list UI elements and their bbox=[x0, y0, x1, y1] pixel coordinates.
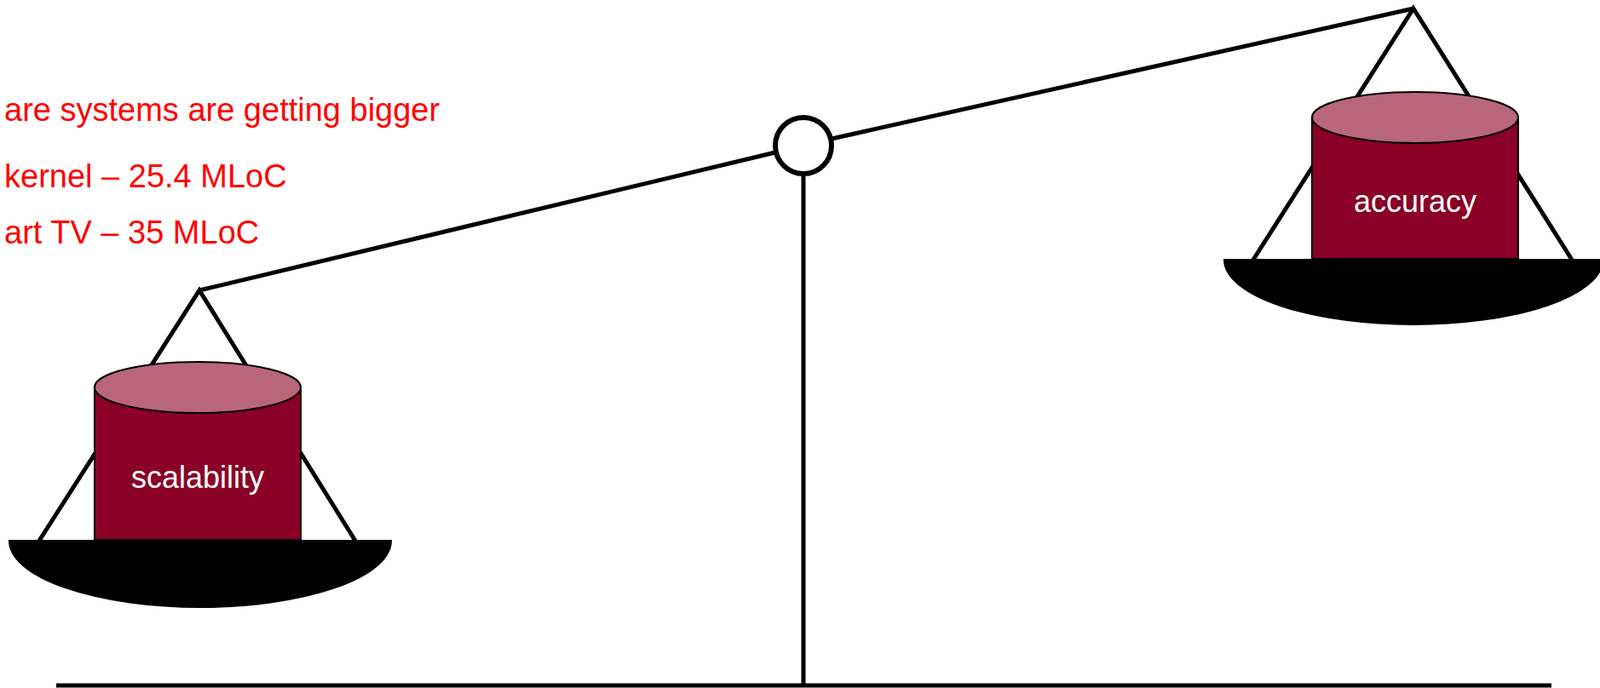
pivot bbox=[775, 117, 832, 174]
scale-post bbox=[801, 175, 806, 686]
pan-hanger bbox=[1253, 8, 1572, 260]
note-text: kernel – 25.4 MLoC bbox=[1, 158, 290, 196]
cylinder-top bbox=[1312, 92, 1519, 144]
note-text: art TV – 35 MLoC bbox=[1, 214, 262, 253]
cylinder-label-area: scalability bbox=[93, 414, 302, 542]
cylinder-node: accuracy bbox=[1311, 91, 1520, 260]
pan-hanger bbox=[39, 290, 356, 542]
scale-pan bbox=[9, 541, 392, 608]
cylinder-label: scalability bbox=[131, 460, 265, 495]
scale-pan bbox=[1224, 259, 1600, 325]
cylinder-label-area: accuracy bbox=[1311, 143, 1520, 260]
cylinder-node: scalability bbox=[93, 361, 302, 542]
cylinder-shape bbox=[1311, 91, 1520, 260]
cylinder-top bbox=[94, 362, 301, 414]
note-text: are systems are getting bigger bbox=[1, 92, 443, 130]
cylinder-label: accuracy bbox=[1353, 184, 1477, 219]
cylinder-shape bbox=[93, 361, 302, 542]
